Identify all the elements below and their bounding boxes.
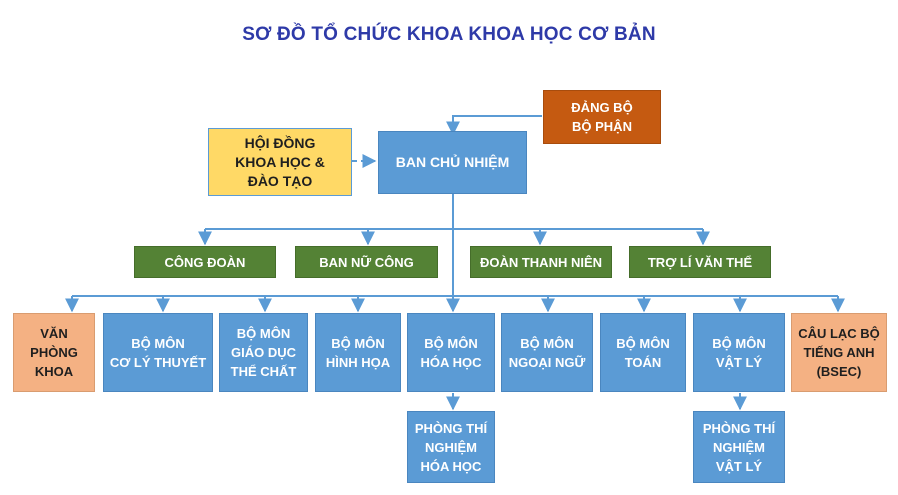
node-bm-ngoai-ngu: BỘ MÔN NGOẠI NGỮ <box>501 313 593 392</box>
node-dang-bo: ĐẢNG BỘ BỘ PHẬN <box>543 90 661 144</box>
node-ptn-hoa-hoc: PHÒNG THÍ NGHIỆM HÓA HỌC <box>407 411 495 483</box>
node-bm-co-ly-thuyet: BỘ MÔN CƠ LÝ THUYẾT <box>103 313 213 392</box>
node-bm-vat-ly: BỘ MÔN VẬT LÝ <box>693 313 785 392</box>
node-bm-hinh-hoa: BỘ MÔN HÌNH HỌA <box>315 313 401 392</box>
node-tro-li-van-the: TRỢ LÍ VĂN THỂ <box>629 246 771 278</box>
node-bm-giao-duc-the-chat: BỘ MÔN GIÁO DỤC THỂ CHẤT <box>219 313 308 392</box>
chart-title: SƠ ĐỒ TỔ CHỨC KHOA KHOA HỌC CƠ BẢN <box>242 24 656 45</box>
node-bm-toan: BỘ MÔN TOÁN <box>600 313 686 392</box>
node-ban-chu-nhiem: BAN CHỦ NHIỆM <box>378 131 527 194</box>
node-ptn-vat-ly: PHÒNG THÍ NGHIỆM VẬT LÝ <box>693 411 785 483</box>
node-ban-nu-cong: BAN NỮ CÔNG <box>295 246 438 278</box>
node-bm-hoa-hoc: BỘ MÔN HÓA HỌC <box>407 313 495 392</box>
node-cong-doan: CÔNG ĐOÀN <box>134 246 276 278</box>
node-van-phong-khoa: VĂN PHÒNG KHOA <box>13 313 95 392</box>
node-clb-tieng-anh: CÂU LẠC BỘ TIẾNG ANH (BSEC) <box>791 313 887 392</box>
connector-dang-bo <box>446 115 542 136</box>
node-hoi-dong: HỘI ĐỒNG KHOA HỌC & ĐÀO TẠO <box>208 128 352 196</box>
node-doan-thanh-nien: ĐOÀN THANH NIÊN <box>470 246 612 278</box>
